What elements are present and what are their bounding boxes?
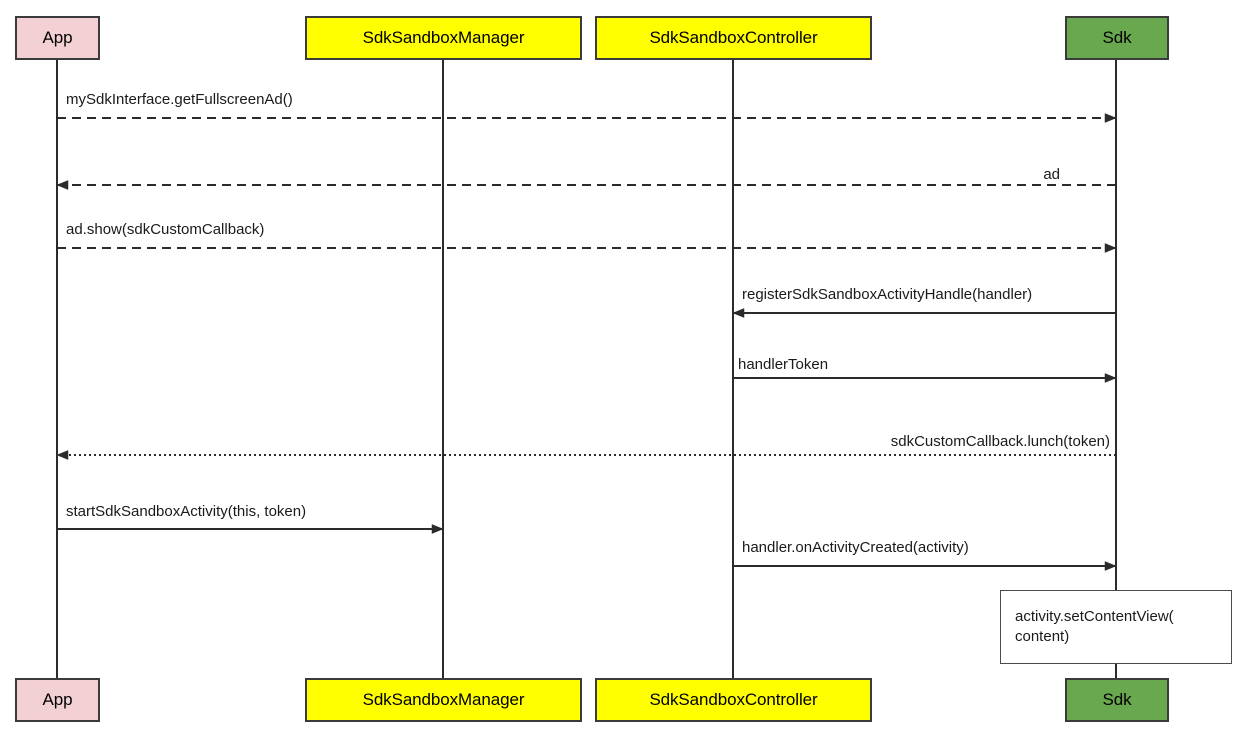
message-label-m1: mySdkInterface.getFullscreenAd() (66, 91, 293, 108)
note-n1: activity.setContentView( content) (1000, 590, 1232, 664)
participant-app-header[interactable]: App (15, 16, 100, 60)
arrowhead-m4 (732, 308, 745, 318)
arrowhead-m8 (1104, 561, 1117, 571)
arrowhead-m5 (1104, 373, 1117, 383)
message-label-m8: handler.onActivityCreated(activity) (742, 539, 969, 556)
participant-label: Sdk (1102, 690, 1132, 709)
participant-manager-footer[interactable]: SdkSandboxManager (305, 678, 582, 722)
participant-controller-header[interactable]: SdkSandboxController (595, 16, 872, 60)
arrowhead-m7 (431, 524, 444, 534)
participant-manager-header[interactable]: SdkSandboxManager (305, 16, 582, 60)
participant-sdk-header[interactable]: Sdk (1065, 16, 1169, 60)
participant-label: SdkSandboxManager (362, 690, 525, 709)
participant-label: SdkSandboxController (649, 690, 818, 709)
arrowhead-m2 (56, 180, 69, 190)
message-label-m2: ad (1043, 166, 1060, 183)
message-label-m4: registerSdkSandboxActivityHandle(handler… (742, 286, 1033, 303)
participant-label: App (42, 28, 73, 47)
participant-controller-footer[interactable]: SdkSandboxController (595, 678, 872, 722)
participant-label: App (42, 690, 73, 709)
arrowhead-m3 (1104, 243, 1117, 253)
arrowhead-m1 (1104, 113, 1117, 123)
message-label-m7: startSdkSandboxActivity(this, token) (66, 503, 307, 520)
arrowhead-m6 (56, 450, 69, 460)
message-label-m3: ad.show(sdkCustomCallback) (66, 221, 265, 238)
participant-label: SdkSandboxController (649, 28, 818, 47)
participant-sdk-footer[interactable]: Sdk (1065, 678, 1169, 722)
participant-label: Sdk (1102, 28, 1132, 47)
message-label-m5: handlerToken (738, 356, 829, 373)
participant-label: SdkSandboxManager (362, 28, 525, 47)
participant-app-footer[interactable]: App (15, 678, 100, 722)
message-label-m6: sdkCustomCallback.lunch(token) (890, 433, 1110, 450)
